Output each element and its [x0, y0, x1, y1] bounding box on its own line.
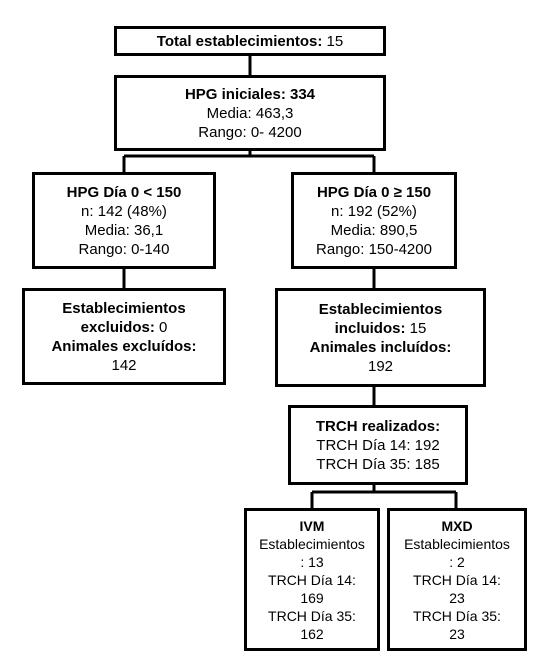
excluded-establishments-value: 0: [159, 318, 168, 336]
hpg-low-range: Rango: 0-140: [78, 240, 170, 258]
mxd-day35-value: 23: [449, 625, 465, 642]
total-label: Total establecimientos:: [156, 32, 323, 50]
ivm-establishments-label: Establecimientos: [259, 535, 365, 552]
ivm-day14-value: 169: [300, 589, 324, 606]
trch-day35: TRCH Día 35: 185: [316, 455, 440, 473]
included-animals-value: 192: [367, 357, 394, 375]
included-establishments-sublabel: incluidos:: [334, 319, 406, 337]
hpg-low-box: HPG Día 0 < 150 n: 142 (48%) Media: 36,1…: [32, 172, 216, 269]
hpg-high-n: n: 192 (52%): [331, 202, 417, 220]
hpg-low-n: n: 142 (48%): [81, 202, 167, 220]
ivm-day35-value: 162: [300, 625, 324, 642]
hpg-high-mean: Media: 890,5: [330, 221, 418, 239]
trch-title: TRCH realizados:: [315, 417, 441, 435]
mxd-establishments-label: Establecimientos: [404, 535, 510, 552]
mxd-day35-label: TRCH Día 35:: [413, 607, 501, 624]
included-establishments-label: Establecimientos: [318, 300, 443, 318]
hpg-initial-box: HPG iniciales: 334 Media: 463,3 Rango: 0…: [114, 75, 386, 151]
total-establishments-box: Total establecimientos: 15: [114, 26, 386, 56]
hpg-high-title: HPG Día 0 ≥ 150: [316, 183, 432, 201]
excluded-box: Establecimientos excluidos: 0 Animales e…: [22, 288, 226, 385]
ivm-day35-label: TRCH Día 35:: [268, 607, 356, 624]
hpg-low-mean: Media: 36,1: [84, 221, 164, 239]
included-box: Establecimientos incluidos: 15 Animales …: [275, 288, 486, 387]
included-animals-label: Animales incluídos:: [309, 338, 452, 356]
mxd-title: MXD: [441, 517, 473, 534]
trch-day14: TRCH Día 14: 192: [316, 436, 440, 454]
hpg-initial-range: Rango: 0- 4200: [198, 123, 302, 141]
mxd-day14-label: TRCH Día 14:: [413, 571, 501, 588]
excluded-establishments-sublabel: excluidos:: [80, 318, 155, 336]
mxd-day14-value: 23: [449, 589, 465, 606]
hpg-high-box: HPG Día 0 ≥ 150 n: 192 (52%) Media: 890,…: [291, 172, 457, 269]
ivm-establishments-value: : 13: [300, 553, 324, 570]
included-establishments-value: 15: [409, 319, 427, 337]
mxd-establishments-value: : 2: [449, 553, 465, 570]
hpg-high-range: Rango: 150-4200: [316, 240, 432, 258]
excluded-animals-value: 142: [111, 356, 137, 374]
mxd-box: MXD Establecimientos : 2 TRCH Día 14: 23…: [387, 508, 527, 651]
excluded-animals-label: Animales excluídos:: [51, 337, 197, 355]
hpg-low-title: HPG Día 0 < 150: [66, 183, 182, 201]
hpg-initial-mean: Media: 463,3: [206, 104, 294, 122]
ivm-title: IVM: [299, 517, 325, 534]
ivm-box: IVM Establecimientos : 13 TRCH Día 14: 1…: [244, 508, 380, 651]
total-value: 15: [326, 32, 344, 50]
ivm-day14-label: TRCH Día 14:: [268, 571, 356, 588]
excluded-establishments-label: Establecimientos: [62, 299, 186, 317]
hpg-initial-title: HPG iniciales: 334: [184, 85, 316, 103]
trch-box: TRCH realizados: TRCH Día 14: 192 TRCH D…: [288, 405, 468, 485]
